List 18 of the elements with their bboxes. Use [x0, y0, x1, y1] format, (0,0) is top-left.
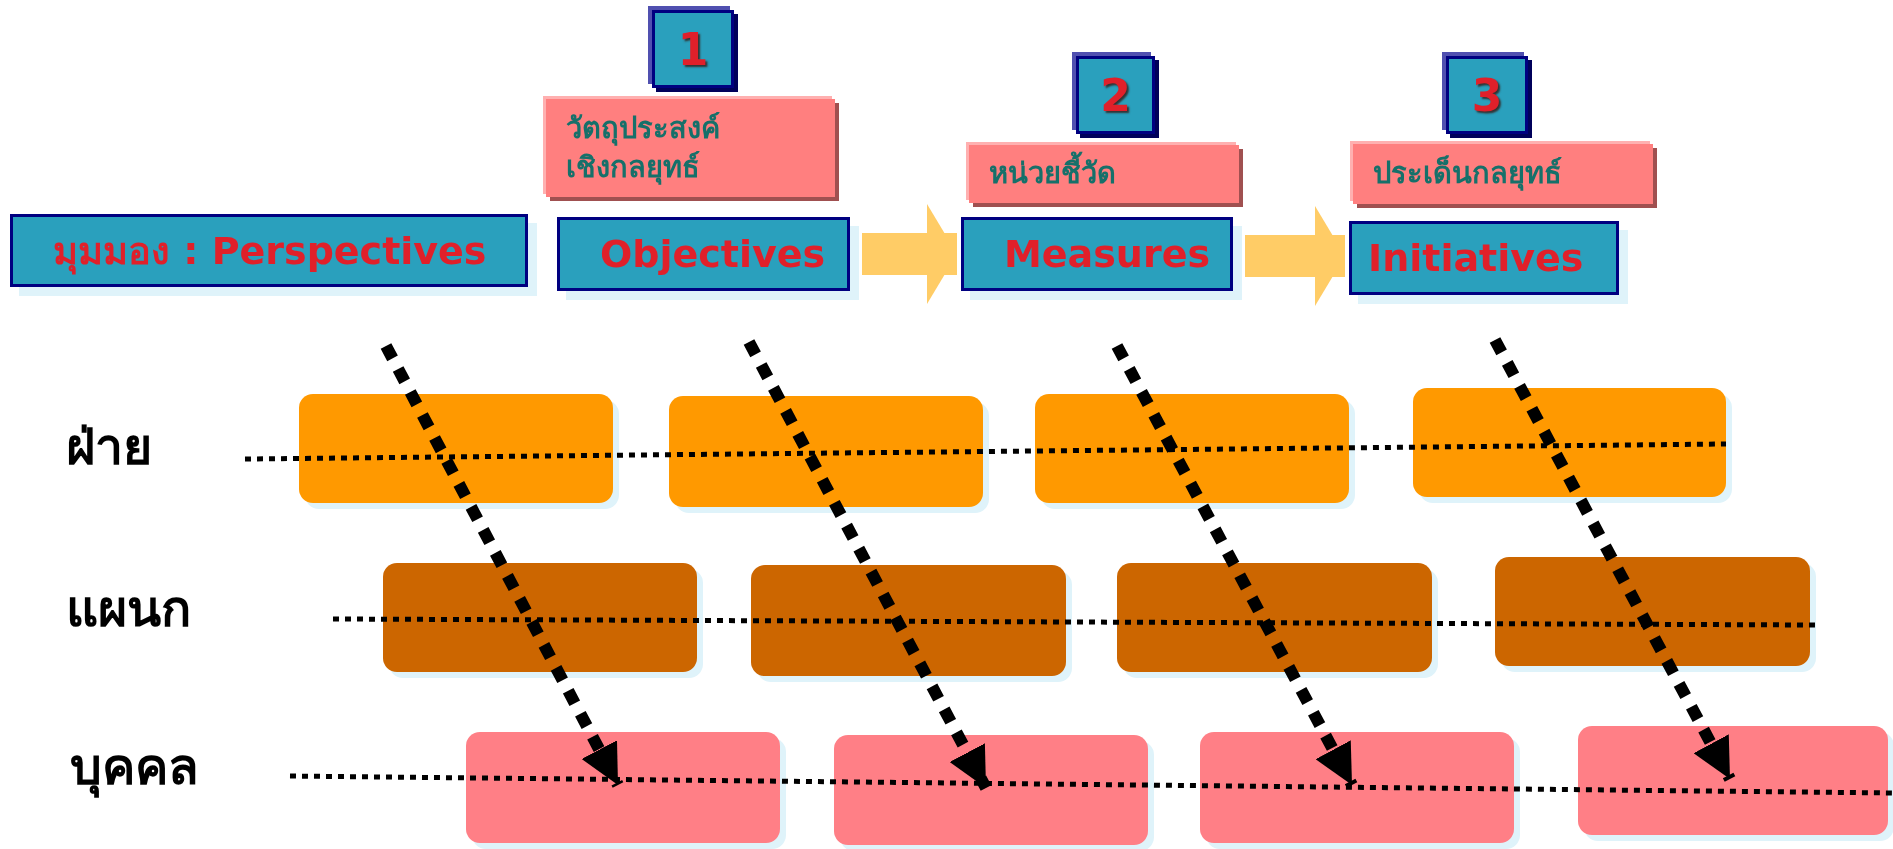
row-label: แผนก	[66, 578, 191, 640]
arrow	[1489, 337, 1736, 782]
label-text: Objectives	[600, 232, 826, 276]
label-text: ประเด็นกลยุทธ์	[1373, 154, 1562, 193]
arrow	[743, 339, 992, 791]
step-number: 1	[677, 23, 709, 75]
row-label: ฝ่าย	[66, 416, 152, 478]
arrow	[1111, 343, 1358, 788]
arrow	[1245, 206, 1345, 306]
arrow	[862, 204, 957, 304]
label-text: Measures	[1004, 232, 1211, 276]
step-number: 2	[1100, 69, 1131, 121]
label-text: Initiatives	[1368, 236, 1584, 280]
step-number: 3	[1471, 69, 1503, 121]
label-text: วัตถุประสงค์ เชิงกลยุทธ์	[566, 109, 721, 187]
row-label: บุคคล	[70, 736, 199, 800]
arrow	[380, 343, 624, 788]
label-text: มุมมอง : Perspectives	[53, 228, 487, 277]
